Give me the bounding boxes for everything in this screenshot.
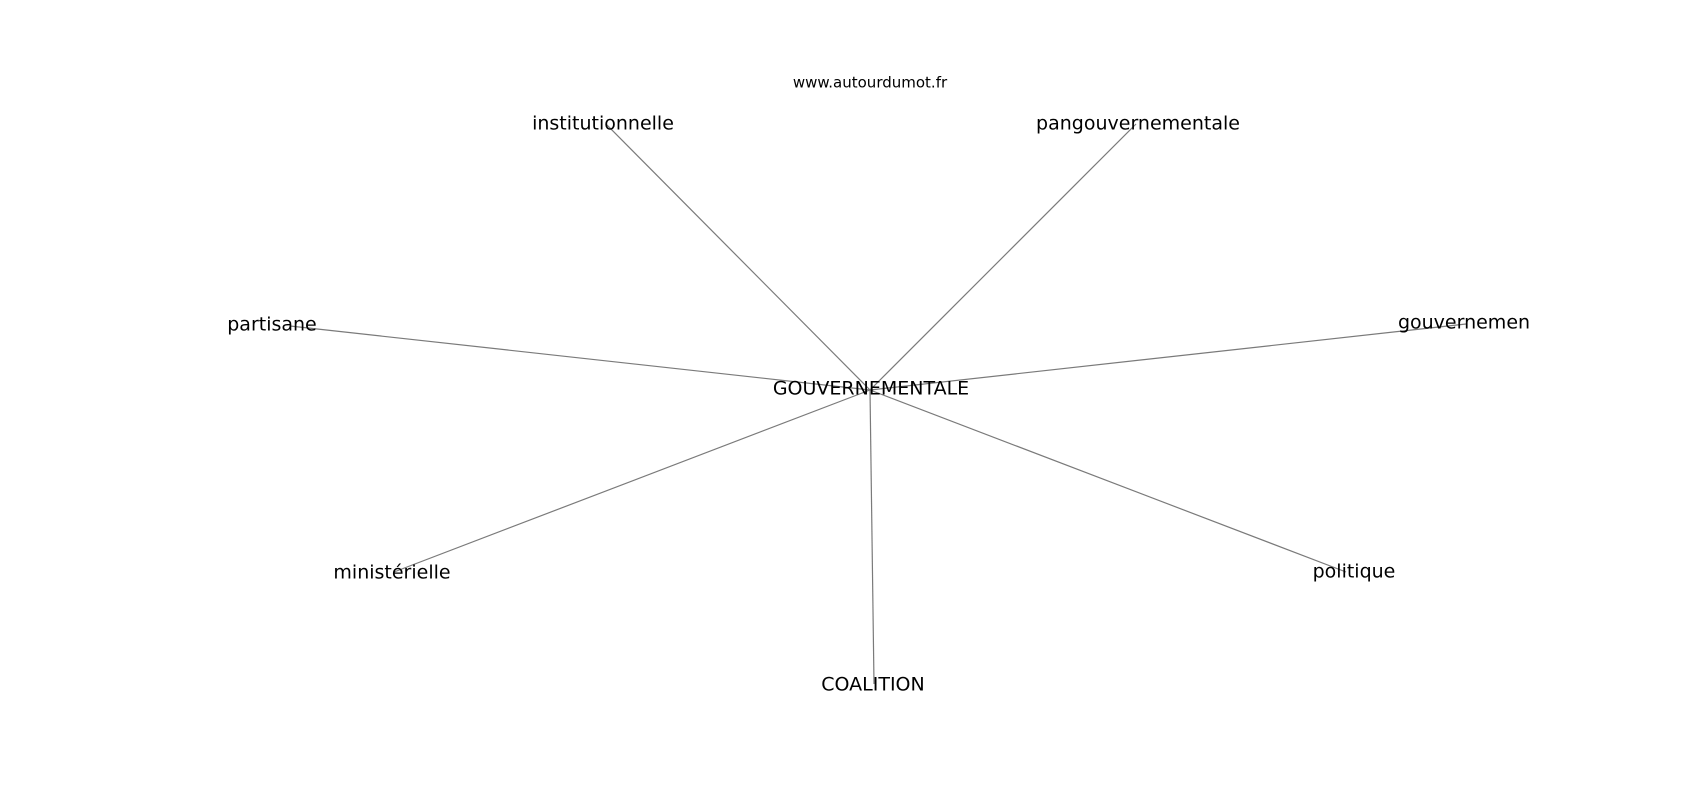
labels-group: institutionnelle pangouvernementale part…	[227, 113, 1530, 696]
edge-politique	[869, 389, 1347, 573]
node-label-gouvernement: gouvernemen	[1398, 312, 1530, 334]
node-label-institutionnelle: institutionnelle	[532, 113, 674, 135]
edge-partisane	[289, 325, 871, 391]
edge-pangouvernementale	[869, 123, 1137, 391]
node-label-pangouvernementale: pangouvernementale	[1036, 113, 1240, 135]
edge-ministerielle	[393, 389, 871, 573]
edge-institutionnelle	[605, 123, 871, 391]
node-label-partisane: partisane	[227, 314, 317, 336]
node-label-ministerielle: ministérielle	[333, 562, 450, 584]
edges-group	[289, 123, 1467, 685]
node-label-politique: politique	[1313, 561, 1396, 583]
center-node-label: GOUVERNEMENTALE	[773, 378, 969, 400]
edge-gouvernement	[869, 323, 1467, 391]
watermark-text: www.autourdumot.fr	[793, 74, 948, 92]
node-label-coalition: COALITION	[821, 674, 924, 696]
edge-coalition	[869, 389, 875, 685]
